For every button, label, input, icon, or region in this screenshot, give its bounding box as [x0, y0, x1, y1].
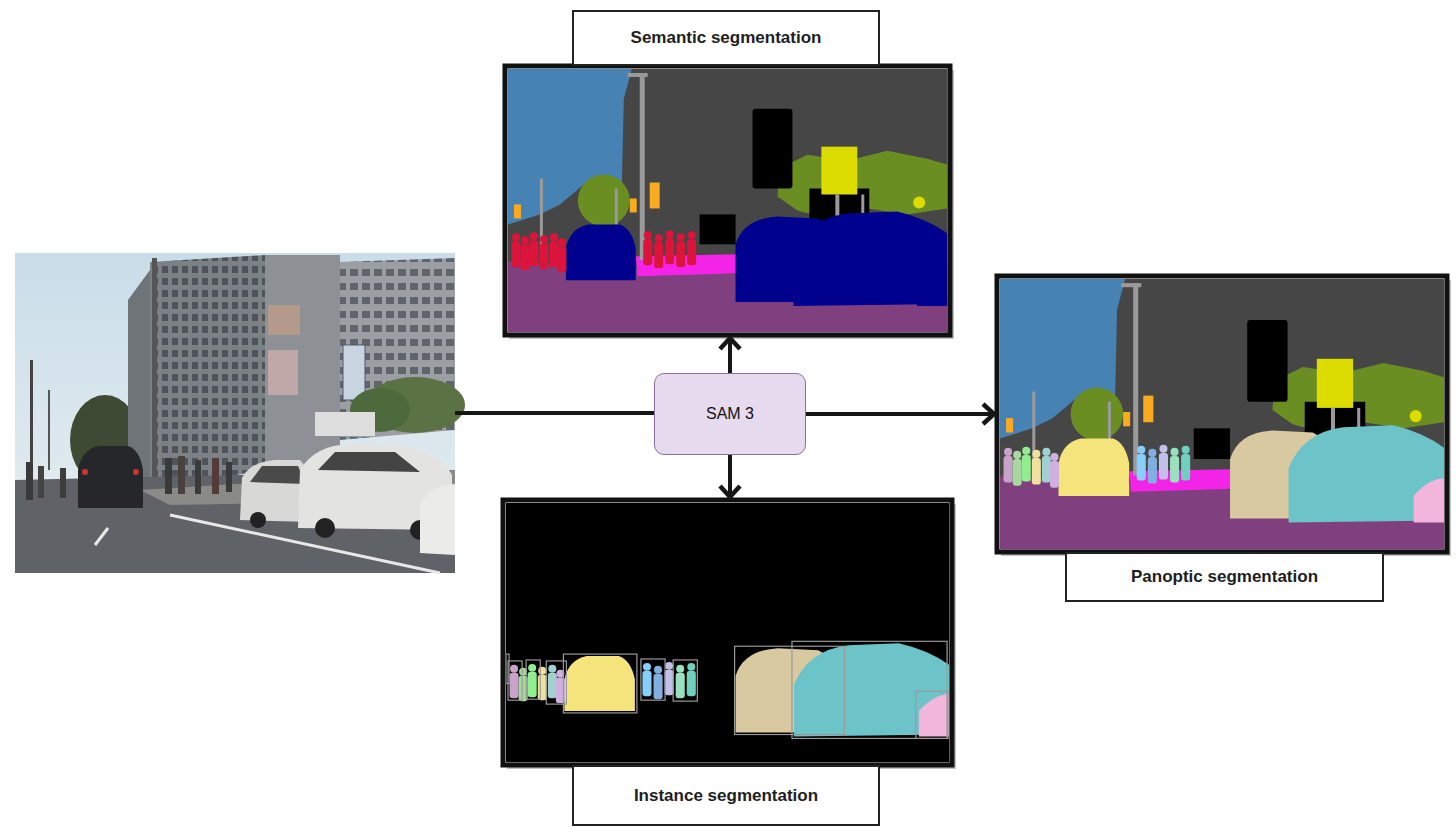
- panel-title: Instance segmentation: [634, 786, 818, 806]
- panel-title: Semantic segmentation: [631, 28, 822, 48]
- arrow-connector: [728, 455, 732, 500]
- segmentation-panel: Semantic segmentation: [505, 10, 950, 335]
- panel-label-box: Panoptic segmentation: [1065, 552, 1384, 602]
- segmentation-panel: Instance segmentation: [503, 500, 952, 826]
- arrow-connector: [806, 412, 997, 416]
- street-photo: [15, 253, 465, 573]
- process-label: SAM 3: [706, 405, 754, 423]
- panoptic-map: [997, 276, 1451, 556]
- panel-title: Panoptic segmentation: [1131, 567, 1318, 587]
- input-line: [455, 411, 654, 415]
- panel-label-box: Semantic segmentation: [572, 10, 880, 66]
- process-box: SAM 3: [654, 373, 806, 455]
- arrow-connector: [728, 335, 732, 373]
- segmentation-panel: Panoptic segmentation: [997, 276, 1447, 602]
- panel-label-box: Instance segmentation: [572, 765, 880, 826]
- semantic-map: [505, 66, 954, 339]
- instance-map: [503, 500, 956, 769]
